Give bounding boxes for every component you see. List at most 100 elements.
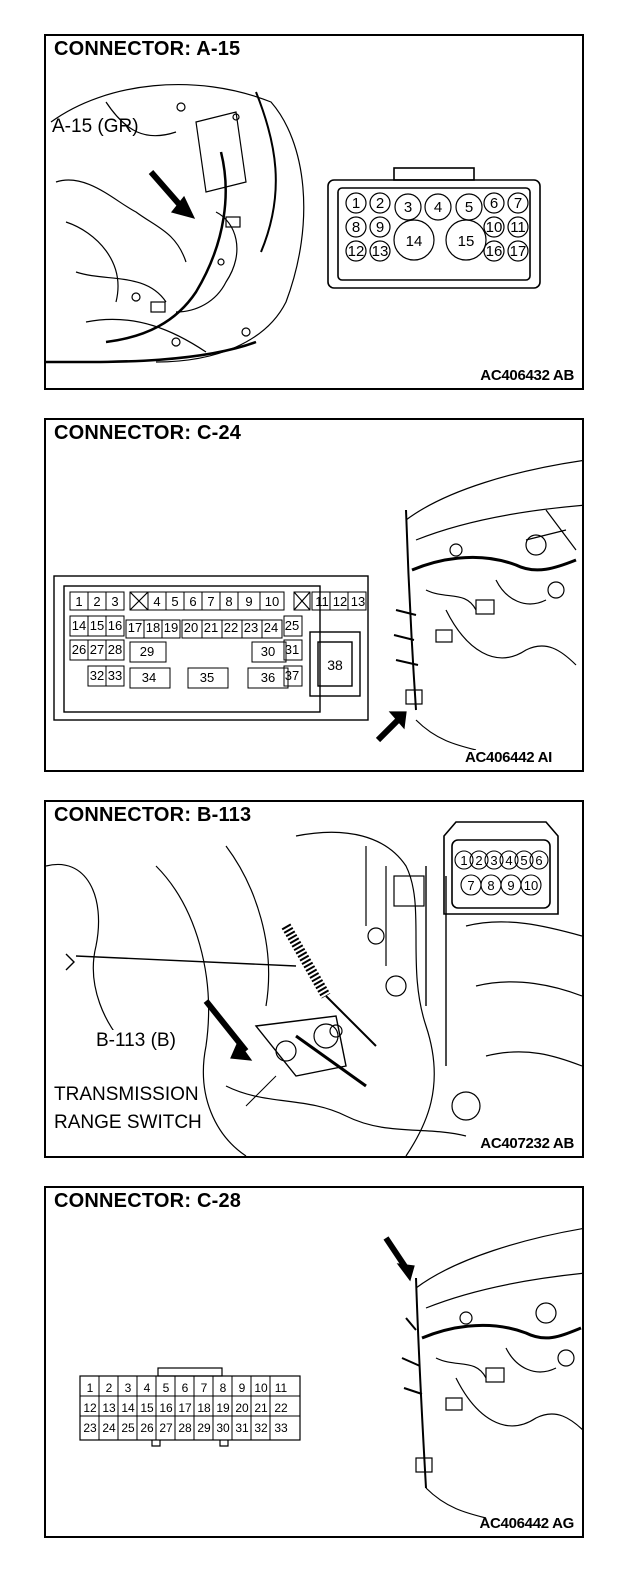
connector-panel-c24: CONNECTOR: C-24 1 2 3 4 5 6 7 8 9 10 11 … — [44, 418, 584, 772]
dashboard-wiring-illustration — [376, 460, 582, 750]
pin-label: 13 — [102, 1401, 116, 1415]
pin-label: 7 — [467, 878, 474, 893]
pin-label: 12 — [333, 594, 347, 609]
connector-location-label: A-15 (GR) — [52, 116, 139, 137]
pin-label: 7 — [207, 594, 214, 609]
pin-label: 17 — [510, 243, 527, 260]
pin-label: 2 — [106, 1381, 113, 1395]
pin-label: 11 — [510, 219, 526, 236]
pin-label: 14 — [72, 618, 86, 633]
panel-title: CONNECTOR: C-24 — [54, 422, 242, 444]
pin-label: 30 — [261, 644, 275, 659]
pin-label: 6 — [490, 195, 498, 212]
pin-label: 33 — [274, 1421, 288, 1435]
pin-label: 12 — [348, 243, 365, 260]
pin-label: 16 — [159, 1401, 173, 1415]
pin-label: 19 — [164, 620, 178, 635]
panel-title: CONNECTOR: C-28 — [54, 1190, 242, 1212]
pin-label: 24 — [264, 620, 278, 635]
pin-label: 26 — [72, 642, 86, 657]
pin-label: 11 — [275, 1381, 288, 1395]
pin-label: 6 — [189, 594, 196, 609]
connector-panel-b113: CONNECTOR: B-113 1 — [44, 800, 584, 1158]
pin-label: 9 — [507, 878, 514, 893]
pin-label: 10 — [254, 1381, 268, 1395]
pin-label: 2 — [475, 853, 482, 868]
pin-label: 14 — [406, 233, 423, 250]
pin-label: 31 — [285, 642, 299, 657]
pin-label: 32 — [254, 1421, 268, 1435]
pin-label: 17 — [128, 620, 142, 635]
pin-label: 5 — [163, 1381, 170, 1395]
connector-panel-c28: CONNECTOR: C-28 1 2 3 4 5 6 7 8 9 10 11 … — [44, 1186, 584, 1538]
pin-label: 3 — [111, 594, 118, 609]
pin-label: 8 — [220, 1381, 227, 1395]
transmission-illustration — [46, 831, 582, 1156]
pin-label: 8 — [225, 594, 232, 609]
pin-label: 22 — [224, 620, 238, 635]
pin-label: 4 — [144, 1381, 151, 1395]
pin-label: 4 — [434, 199, 442, 216]
pin-label: 6 — [182, 1381, 189, 1395]
pin-label: 14 — [121, 1401, 135, 1415]
figure-code: AC406432 AB — [480, 367, 574, 384]
pin-label: 24 — [102, 1421, 116, 1435]
pin-label: 30 — [216, 1421, 230, 1435]
pin-label: 35 — [200, 670, 214, 685]
pin-label: 17 — [178, 1401, 192, 1415]
connector-face-c28: 1 2 3 4 5 6 7 8 9 10 11 12 13 14 15 16 1… — [79, 1367, 301, 1447]
pin-label: 38 — [327, 657, 343, 673]
pin-label: 10 — [486, 219, 503, 236]
panel-title: CONNECTOR: B-113 — [54, 804, 252, 826]
pin-label: 6 — [535, 853, 542, 868]
pin-label: 1 — [75, 594, 82, 609]
pin-label: 28 — [178, 1421, 192, 1435]
pin-label: 33 — [108, 668, 122, 683]
pin-label: 15 — [90, 618, 104, 633]
pin-label: 23 — [244, 620, 258, 635]
pin-label: 4 — [505, 853, 512, 868]
pin-label: 11 — [315, 594, 329, 609]
connector-location-label: B-113 (B) — [94, 1030, 178, 1052]
pin-label: 22 — [274, 1401, 288, 1415]
engine-bay-illustration — [46, 83, 305, 364]
pin-label: 15 — [140, 1401, 154, 1415]
pin-label: 16 — [486, 243, 503, 260]
pin-label: 18 — [197, 1401, 211, 1415]
figure-code: AC407232 AB — [478, 1135, 576, 1152]
panel-title: CONNECTOR: A-15 — [54, 38, 241, 60]
pin-label: 8 — [487, 878, 494, 893]
pin-label: 2 — [376, 195, 384, 212]
pin-label: 21 — [204, 620, 218, 635]
pin-label: 28 — [108, 642, 122, 657]
pin-label: 13 — [351, 594, 365, 609]
pin-label: 18 — [146, 620, 160, 635]
pin-label: 23 — [83, 1421, 97, 1435]
pin-label: 26 — [140, 1421, 154, 1435]
connector-panel-a15: CONNECTOR: A-15 A-15 (GR) 1 2 3 4 5 6 7 — [44, 34, 584, 390]
pin-label: 37 — [285, 668, 299, 683]
pin-label: 3 — [490, 853, 497, 868]
pin-label: 9 — [376, 219, 384, 236]
pin-label: 7 — [201, 1381, 208, 1395]
pin-label: 5 — [465, 199, 473, 216]
pin-label: 13 — [372, 243, 389, 260]
component-label-line2: RANGE SWITCH — [52, 1112, 204, 1134]
pin-label: 8 — [352, 219, 360, 236]
pin-label: 5 — [171, 594, 178, 609]
connector-face-a15: 1 2 3 4 5 6 7 8 9 14 15 10 11 12 13 16 1… — [327, 167, 541, 289]
pin-label: 20 — [235, 1401, 249, 1415]
pin-label: 12 — [83, 1401, 97, 1415]
pin-label: 10 — [265, 594, 279, 609]
pin-label: 16 — [108, 618, 122, 633]
pin-label: 19 — [216, 1401, 230, 1415]
pin-label: 21 — [254, 1401, 268, 1415]
pin-label: 36 — [261, 670, 275, 685]
pin-label: 9 — [239, 1381, 246, 1395]
pin-label: 10 — [524, 878, 538, 893]
pin-label: 1 — [352, 195, 360, 212]
pin-label: 31 — [235, 1421, 249, 1435]
pin-label: 7 — [514, 195, 522, 212]
pin-label: 3 — [125, 1381, 132, 1395]
pin-label: 5 — [520, 853, 527, 868]
